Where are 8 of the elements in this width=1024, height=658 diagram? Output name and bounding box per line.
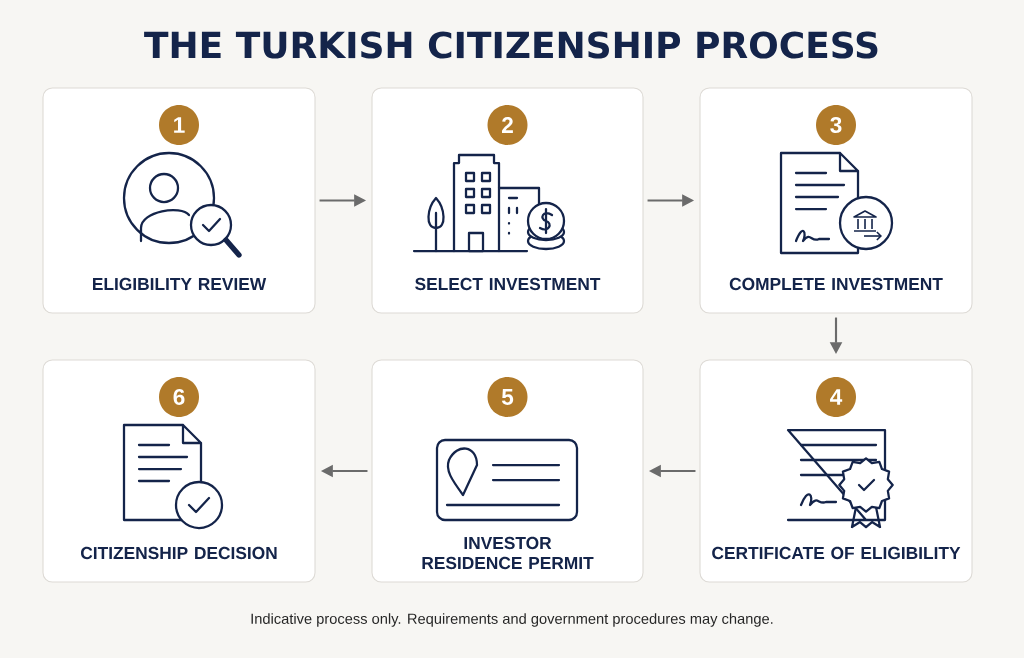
number-badge: 1 xyxy=(159,105,199,145)
number-badge: 5 xyxy=(487,377,528,417)
title: THE TURKISH CITIZENSHIP PROCESS xyxy=(144,31,878,59)
number-badge: 6 xyxy=(159,377,199,417)
number-badge: 2 xyxy=(487,105,528,145)
number-badge: 3 xyxy=(816,105,856,145)
number-badge: 4 xyxy=(816,377,856,417)
footnote: Indicative process only. Requirements and government procedures may change. xyxy=(251,613,773,627)
